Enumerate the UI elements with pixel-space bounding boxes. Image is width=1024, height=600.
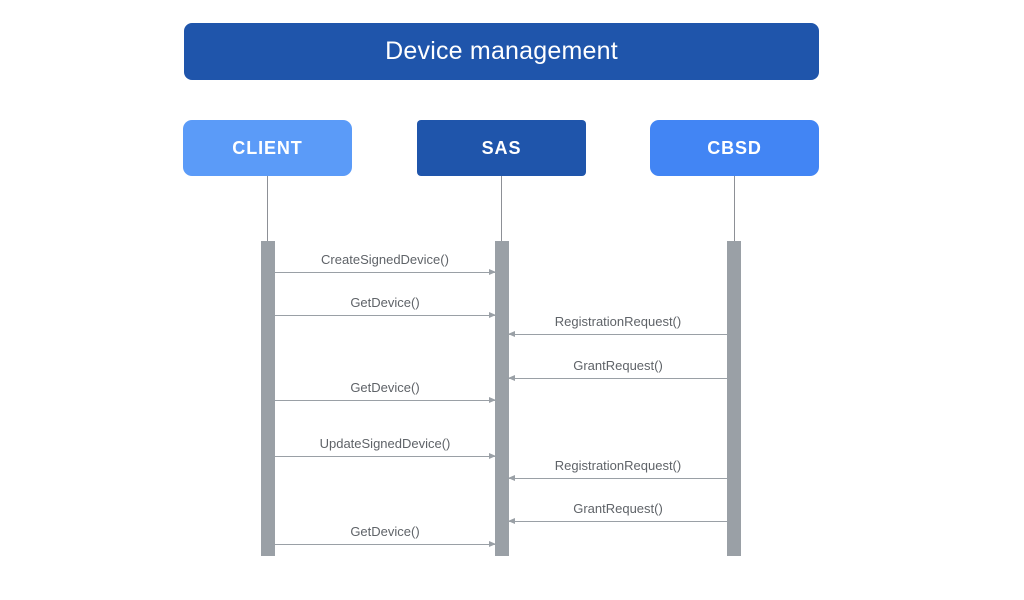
message-label: GetDevice() — [350, 295, 420, 310]
activation-bar-client — [261, 241, 275, 556]
page-title: Device management — [385, 37, 618, 65]
arrowhead-right-icon — [489, 268, 496, 275]
participant-sas[interactable]: SAS — [417, 120, 586, 176]
message-label: GrantRequest() — [573, 501, 663, 516]
arrowhead-right-icon — [489, 311, 496, 318]
arrowhead-right-icon — [489, 396, 496, 403]
message-line — [275, 544, 495, 545]
participant-cbsd[interactable]: CBSD — [650, 120, 819, 176]
participant-label-client: CLIENT — [232, 138, 303, 158]
lifeline-client — [267, 176, 268, 242]
message-line — [509, 378, 727, 379]
participant-label-cbsd: CBSD — [707, 138, 762, 158]
message-line — [509, 334, 727, 335]
arrowhead-left-icon — [508, 474, 515, 481]
arrowhead-right-icon — [489, 452, 496, 459]
message-label: GetDevice() — [350, 380, 420, 395]
message-label: RegistrationRequest() — [554, 458, 682, 473]
message-line — [275, 315, 495, 316]
arrowhead-left-icon — [508, 517, 515, 524]
message-label: GrantRequest() — [573, 358, 663, 373]
arrowhead-left-icon — [508, 374, 515, 381]
message-line — [275, 456, 495, 457]
participant-client[interactable]: CLIENT — [183, 120, 352, 176]
lifeline-sas — [501, 176, 502, 242]
activation-bar-cbsd — [727, 241, 741, 556]
message-label: RegistrationRequest() — [554, 314, 682, 329]
diagram-title-banner: Device management — [184, 23, 819, 80]
lifeline-cbsd — [734, 176, 735, 242]
arrowhead-left-icon — [508, 330, 515, 337]
message-line — [275, 272, 495, 273]
message-line — [509, 521, 727, 522]
participant-label-sas: SAS — [481, 138, 522, 158]
message-label: GetDevice() — [350, 524, 420, 539]
message-label: UpdateSignedDevice() — [319, 436, 451, 451]
message-line — [509, 478, 727, 479]
arrowhead-right-icon — [489, 540, 496, 547]
message-label: CreateSignedDevice() — [321, 252, 449, 267]
message-line — [275, 400, 495, 401]
activation-bar-sas — [495, 241, 509, 556]
